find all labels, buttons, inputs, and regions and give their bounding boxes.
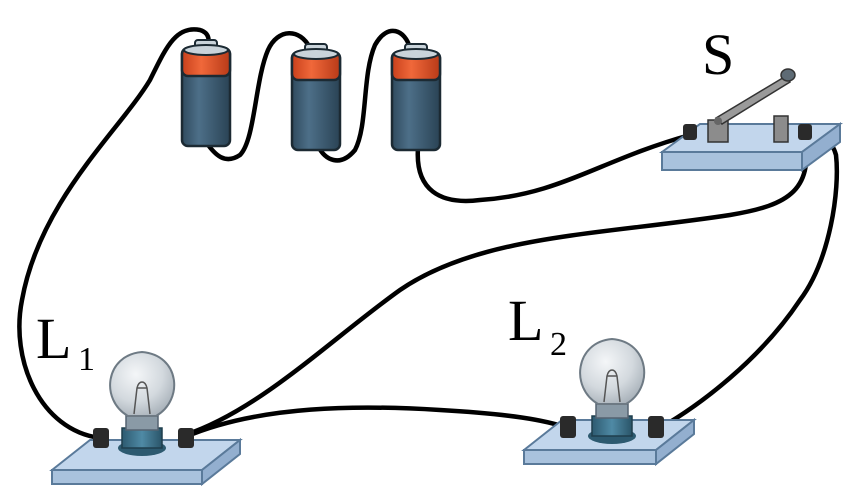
battery-1 (180, 39, 232, 148)
wire-l2-to-switch (657, 132, 840, 431)
lamp-1-label-letter: L (36, 306, 71, 371)
switch[interactable] (658, 68, 844, 172)
wire-switch-to-l1 (182, 127, 809, 438)
lamp-2-terminal-left (560, 416, 576, 438)
wire-battery2-to-battery3 (315, 28, 413, 163)
battery-icon (390, 43, 442, 152)
lamp-1-label: L 1 (36, 306, 95, 378)
battery-icon (290, 43, 342, 152)
wire-battery3-to-switch (415, 132, 693, 204)
lamp-2-terminal-right (648, 416, 664, 438)
lamp-2 (521, 337, 697, 467)
wires (17, 27, 840, 441)
light-bulb-icon (579, 337, 646, 444)
knife-switch-icon[interactable] (658, 68, 844, 172)
wire-battery1-to-battery2 (203, 31, 313, 162)
light-bulb-icon (109, 350, 176, 456)
lamp-1-terminal-right (178, 428, 194, 448)
battery-3 (390, 43, 442, 152)
switch-label: S (702, 22, 734, 87)
wire-l1-to-battery1 (17, 27, 211, 441)
lamp-2-label-letter: L (508, 288, 543, 353)
battery-2 (290, 43, 342, 152)
lamp-2-label: L 2 (508, 288, 567, 363)
lamp-1 (49, 350, 243, 487)
lamp-1-label-subscript: 1 (78, 341, 95, 378)
battery-icon (180, 39, 232, 148)
lamp-1-terminal-left (93, 428, 109, 448)
lamp-2-label-subscript: 2 (550, 326, 567, 363)
wire-l1-to-l2 (182, 405, 571, 440)
